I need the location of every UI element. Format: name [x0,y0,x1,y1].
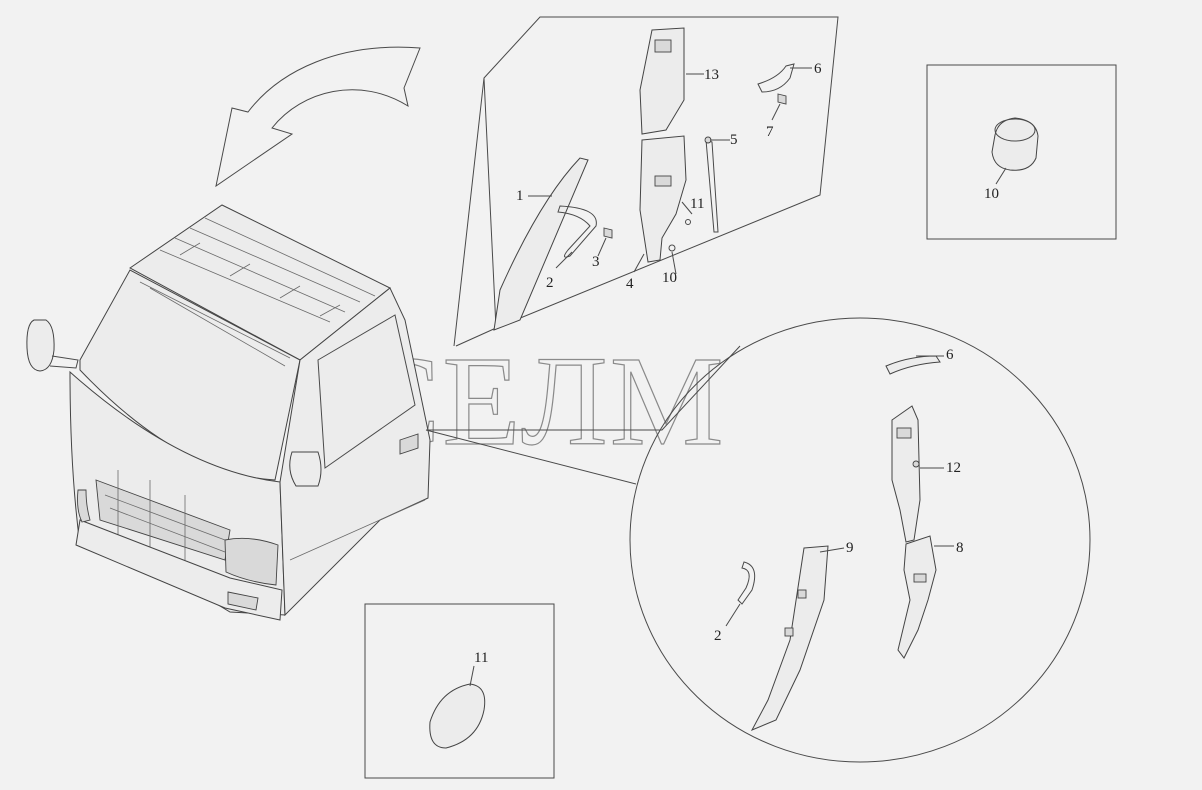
label-top-11: 11 [690,196,704,212]
top-labels: 1 2 3 4 5 6 7 10 11 13 [516,61,822,292]
part-4-lower-trim [639,135,687,263]
label-circle-2: 2 [714,628,722,644]
circle-detail [425,317,1091,763]
truck-cab [26,204,431,621]
part-5-rod [705,139,719,233]
label-box-11: 11 [474,650,488,666]
label-top-3: 3 [592,254,600,270]
detail-box-bottom: 11 [364,603,555,779]
circle-leader-lines [725,355,954,627]
detail-box-right: 10 [926,64,1117,240]
label-top-7: 7 [766,124,774,140]
part-3-screw [603,227,613,239]
label-top-4: 4 [626,276,634,292]
circle-part-2-handle [737,561,756,605]
part-10-plug [991,117,1039,171]
circle-leader-lower [425,429,637,485]
label-circle-8: 8 [956,540,964,556]
part-1-pillar [493,157,589,331]
label-circle-6: 6 [946,347,954,363]
part-6-handle [757,63,795,93]
circle-part-6-handle [885,355,941,375]
door [279,287,431,617]
label-top-5: 5 [730,132,738,148]
fog-light [227,591,259,611]
rotation-arrow [215,46,421,188]
label-top-13: 13 [704,67,719,83]
headlight [224,537,279,586]
door-handle [399,433,419,455]
part-7-screw [777,93,787,105]
part-10-cap [668,244,676,252]
label-circle-9: 9 [846,540,854,556]
part-11-cap [429,683,486,749]
label-top-6: 6 [814,61,822,77]
label-box-10: 10 [984,186,999,202]
top-leader-lines [528,67,812,275]
top-detail-leaders [453,77,497,347]
circle-leader-upper [426,345,741,431]
label-circle-12: 12 [946,460,961,476]
label-top-2: 2 [546,275,554,291]
top-detail-parts [493,27,795,331]
part-11-cap [685,219,691,225]
circle-part-9-pillar [750,545,829,731]
circle-part-8-panel [897,535,937,659]
circle-labels: 6 12 8 9 2 [714,347,964,644]
side-mirror [26,319,55,372]
door-window [317,314,416,469]
top-detail-outline [483,16,839,329]
part-13-upper-trim [639,27,685,135]
circle-part-12-panel [891,405,921,543]
right-mirror [289,451,322,487]
label-top-1: 1 [516,188,524,204]
part-2-handle [557,205,597,258]
label-top-10: 10 [662,270,677,286]
